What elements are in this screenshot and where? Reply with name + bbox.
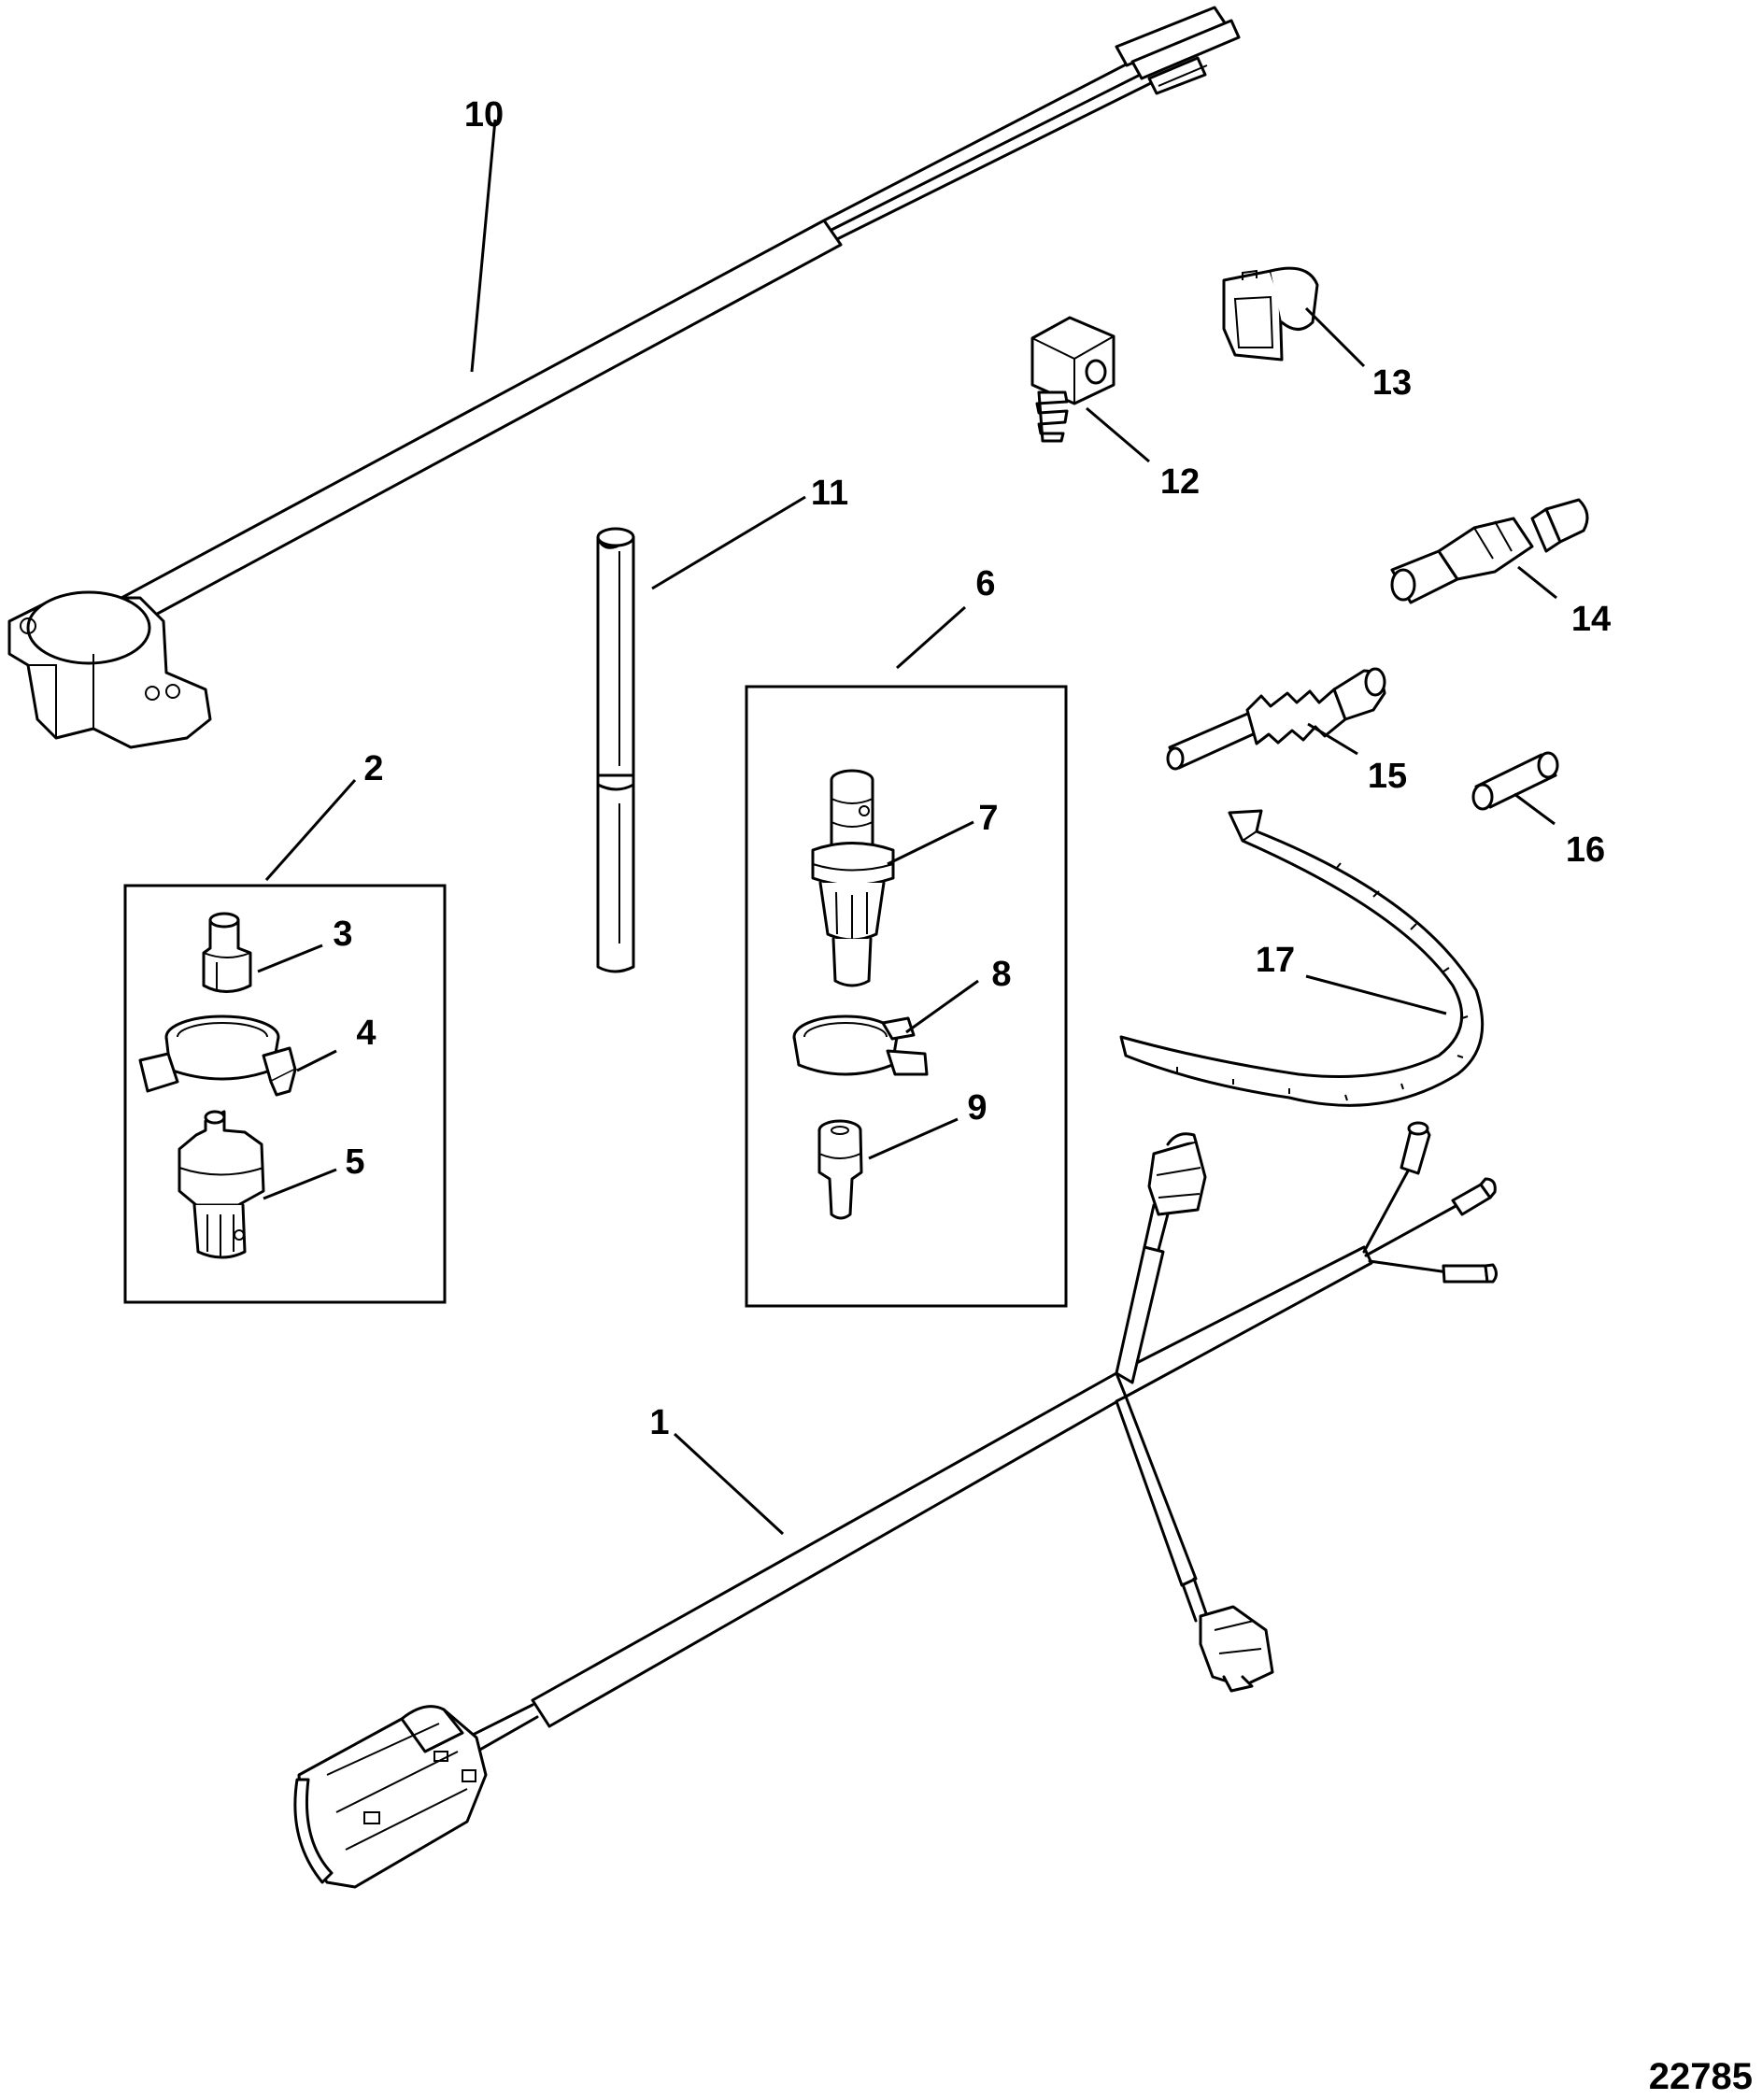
part-10-sensor-body: [7, 590, 212, 749]
part-14-sensor-fitting: [1390, 498, 1589, 604]
callout-16: 16: [1566, 830, 1605, 870]
part-13-clip: [1222, 266, 1319, 362]
part-10-terminals: [1115, 6, 1241, 95]
callout-1: 1: [649, 1403, 669, 1442]
leader-15: [1307, 722, 1358, 756]
callout-12: 12: [1160, 462, 1200, 502]
callout-10: 10: [464, 95, 504, 135]
leader-17: [1305, 974, 1447, 1015]
leader-12: [1086, 406, 1150, 463]
leader-13: [1304, 306, 1366, 368]
callout-13: 13: [1372, 363, 1412, 403]
leader-8: [905, 979, 979, 1034]
part-12-block-fitting: [1030, 316, 1115, 443]
part-3-fitting: [202, 912, 252, 993]
part-4-clamp: [138, 1015, 297, 1097]
part-10-sensor-harness: [7, 6, 1241, 749]
part-11-hose: [596, 527, 635, 973]
part-15-barbed-fitting: [1166, 667, 1386, 771]
part-9-fitting: [817, 1119, 863, 1220]
leader-7: [887, 820, 974, 866]
leader-11: [651, 495, 806, 590]
part-1-top-connector: [1147, 1132, 1207, 1216]
callout-6: 6: [975, 564, 995, 603]
part-7-sensor: [811, 769, 895, 987]
part-1-main-harness: [293, 1121, 1498, 1889]
leader-10: [470, 119, 497, 373]
leader-9: [868, 1117, 959, 1160]
callout-7: 7: [978, 799, 998, 838]
part-1-terminals: [1400, 1121, 1498, 1284]
part-1-bottom-connector: [1199, 1605, 1274, 1693]
callout-5: 5: [345, 1142, 364, 1182]
callout-labels: 10 11 12 13 14 15 16 6 7 8 9 17 2 3 4 5 …: [333, 95, 1611, 1442]
callout-17: 17: [1256, 941, 1295, 980]
callout-2: 2: [363, 749, 383, 788]
leader-6: [896, 605, 966, 670]
leader-2: [264, 779, 357, 881]
leader-4: [296, 1049, 337, 1072]
leader-16: [1513, 792, 1556, 826]
callout-9: 9: [967, 1088, 987, 1128]
part-17-tie-strap: [1119, 809, 1485, 1107]
kit-box-6: [745, 685, 1068, 1308]
leader-3: [257, 944, 323, 973]
callout-4: 4: [356, 1014, 376, 1053]
leader-1: [673, 1432, 785, 1536]
part-5-sensor: [178, 1110, 265, 1259]
kit-box-2: [123, 884, 447, 1304]
part-8-clamp: [792, 1015, 929, 1076]
part-16-sleeve: [1471, 751, 1559, 811]
callout-3: 3: [333, 915, 352, 954]
leader-14: [1517, 565, 1557, 600]
callout-15: 15: [1368, 757, 1407, 796]
part-1-main-connector: [293, 1703, 539, 1889]
leader-5: [263, 1168, 337, 1200]
callout-14: 14: [1571, 600, 1611, 639]
figure-id: 22785: [1649, 2056, 1753, 2097]
callout-11: 11: [811, 474, 848, 513]
leader-lines: [257, 119, 1557, 1536]
callout-8: 8: [991, 955, 1011, 994]
